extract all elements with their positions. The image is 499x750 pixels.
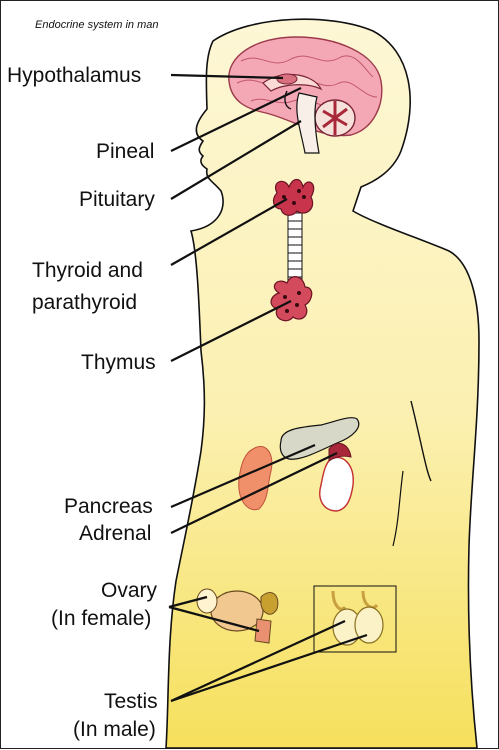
body-outline <box>165 18 480 749</box>
label-ovary-line1: Ovary <box>101 579 158 602</box>
arm-crease <box>410 400 432 482</box>
ovary-leader-1 <box>168 595 208 609</box>
brain <box>228 36 383 154</box>
label-hypothalamus: Hypothalamus <box>7 64 142 87</box>
label-pineal: Pineal <box>96 140 155 163</box>
testis-leader-1 <box>170 620 346 702</box>
thymus-leader <box>170 300 292 362</box>
left-kidney <box>238 446 273 511</box>
label-thymus: Thymus <box>81 351 156 374</box>
adrenal-gland <box>328 442 352 462</box>
label-pituitary: Pituitary <box>79 188 155 211</box>
label-ovary-line2: (In female) <box>51 607 152 630</box>
label-testis-line1: Testis <box>104 690 158 713</box>
label-pancreas: Pancreas <box>64 495 153 518</box>
ovary-leader-2 <box>168 605 260 633</box>
thyroid-trachea <box>272 178 315 286</box>
pancreas-leader <box>170 443 316 509</box>
leader-lines <box>168 73 368 703</box>
label-adrenal: Adrenal <box>79 522 152 545</box>
label-thyroid-line2: parathyroid <box>32 291 138 314</box>
pituitary-leader <box>170 120 302 200</box>
right-kidney <box>319 456 354 512</box>
label-testis-line2: (In male) <box>73 718 156 741</box>
testis-leader-2 <box>170 633 368 703</box>
pineal-leader <box>170 87 302 152</box>
thyroid-leader <box>170 198 288 266</box>
adrenal-leader <box>170 452 338 534</box>
arm-crease-2 <box>392 470 404 547</box>
thymus <box>270 276 313 322</box>
label-thyroid-line1: Thyroid and <box>32 259 143 282</box>
hypothalamus-leader <box>170 73 284 80</box>
testis-group <box>313 585 397 653</box>
pancreas <box>279 417 360 460</box>
diagram-caption: Endocrine system in man <box>35 19 159 31</box>
